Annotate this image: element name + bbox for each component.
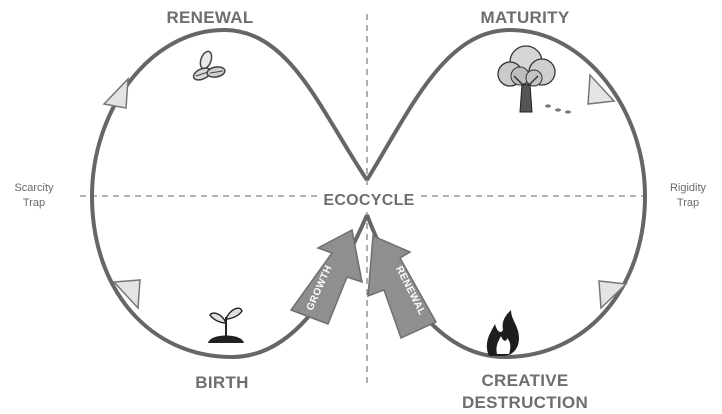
scarcity-trap-line1: Scarcity [14,182,54,194]
tree-icon [497,45,571,114]
left-loop [89,27,369,360]
arrowhead-upper-left [102,76,129,109]
rigidity-trap-backdrop [656,178,716,212]
phase-label-creative: CREATIVE [481,371,568,390]
arrowhead-lower-left [112,279,141,310]
renewal-arrow [367,234,438,340]
arrowhead-upper-right [587,73,616,105]
right-loop [365,27,648,360]
phase-label-destruction: DESTRUCTION [462,393,588,412]
phase-label-birth: BIRTH [195,373,248,392]
phase-label-maturity: MATURITY [481,8,570,27]
growth-arrow [289,228,363,325]
center-label-backdrop [318,187,420,209]
fire-icon [486,310,519,356]
rigidity-trap-line1: Rigidity [670,182,707,194]
phase-label-renewal: RENEWAL [166,8,253,27]
rigidity-trap-line2: Trap [677,197,699,209]
scarcity-trap-backdrop [4,178,64,212]
arrowhead-lower-right [598,280,628,310]
seeds-icon [192,50,226,81]
scarcity-trap-line2: Trap [23,197,45,209]
center-label: ECOCYCLE [323,192,414,209]
sprout-icon [208,307,244,343]
